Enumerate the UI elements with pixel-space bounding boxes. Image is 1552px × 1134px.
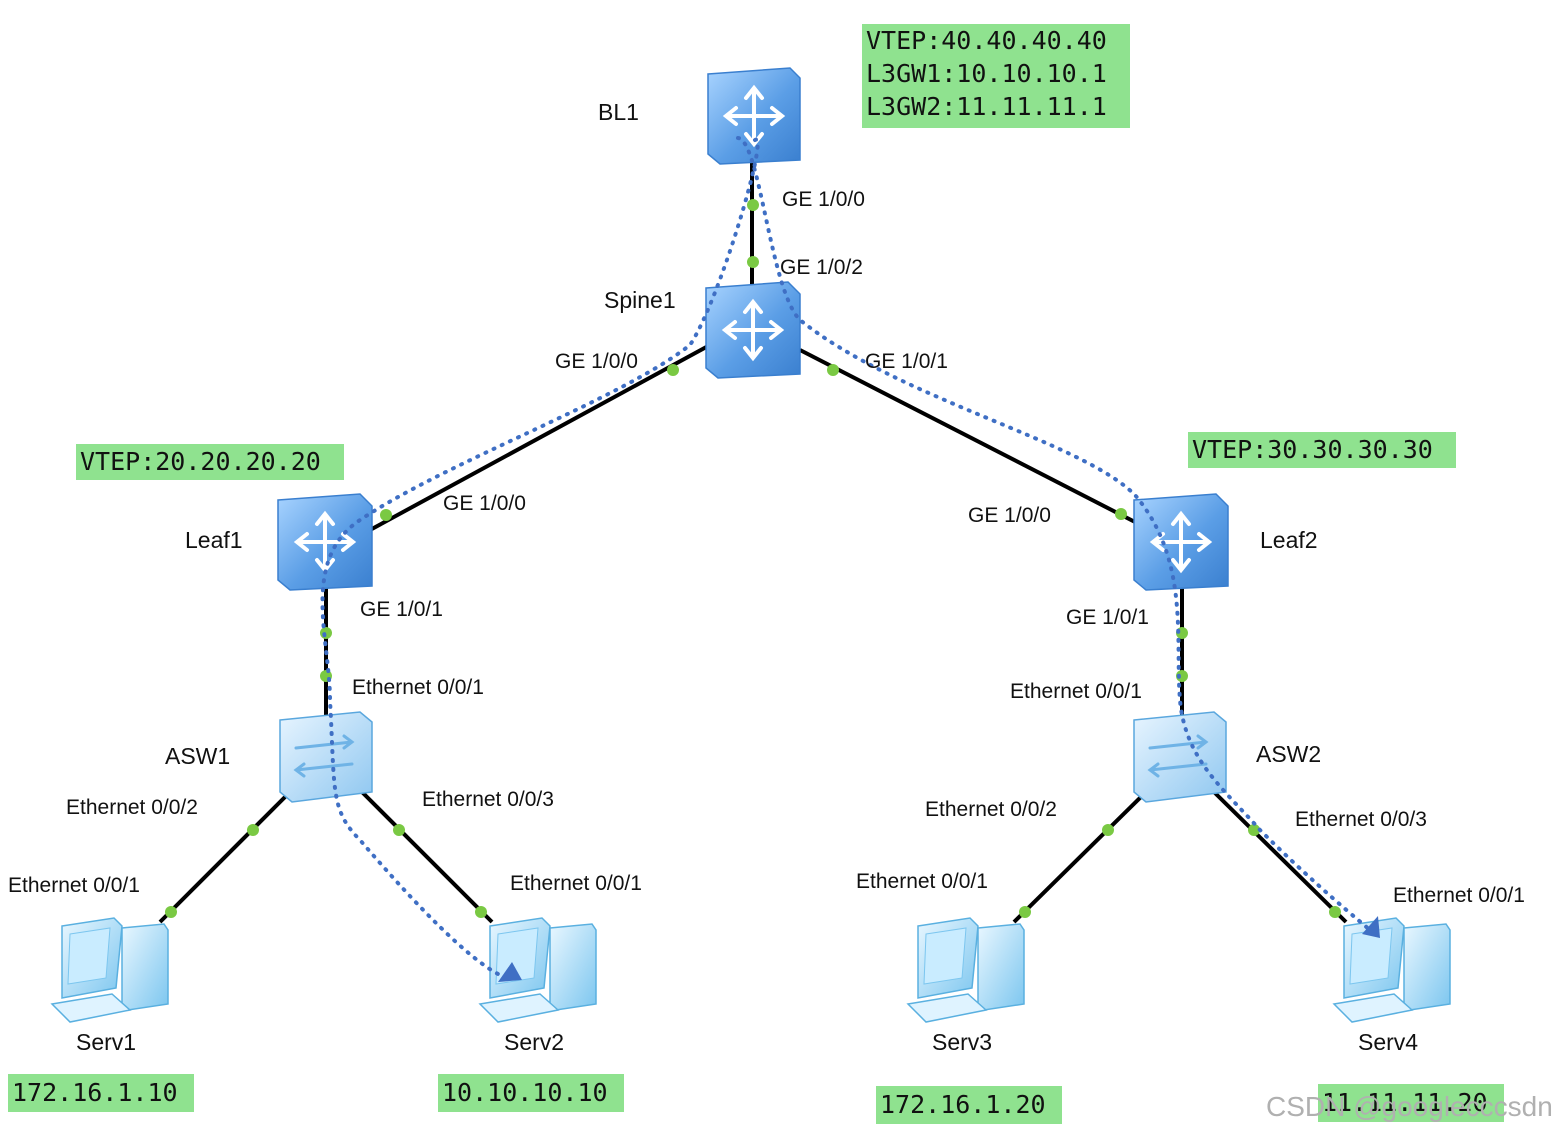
watermark: CSDN @googlecccsdn [1266, 1091, 1552, 1122]
port-label-serv2: Ethernet 0/0/1 [510, 872, 642, 895]
port-label-asw1-left: Ethernet 0/0/2 [66, 796, 198, 819]
device-label-serv4: Serv4 [1358, 1029, 1418, 1055]
bl1-gw2-text: L3GW2:11.11.11.1 [866, 92, 1107, 121]
switch-asw2[interactable] [1133, 711, 1227, 803]
router-arrows-icon [1149, 510, 1213, 574]
port-dot-leaf1-up [380, 509, 392, 521]
device-label-leaf1: Leaf1 [185, 527, 243, 553]
flow-path-bl1-to-serv4 [736, 136, 1372, 932]
port-label-bl1-down: GE 1/0/0 [782, 188, 865, 211]
port-label-asw1-right: Ethernet 0/0/3 [422, 788, 554, 811]
device-label-leaf2: Leaf2 [1260, 527, 1318, 553]
label-serv2-ip: 10.10.10.10 [438, 1074, 624, 1112]
switch-asw1[interactable] [279, 711, 373, 803]
device-label-serv2: Serv2 [504, 1029, 564, 1055]
bl1-vtep-text: VTEP:40.40.40.40 [866, 26, 1107, 55]
port-dot-leaf1-down [320, 627, 332, 639]
port-label-spine1-right: GE 1/0/1 [865, 350, 948, 373]
port-dot-spine1-left [667, 364, 679, 376]
flow-path-serv2-to-bl1 [320, 137, 760, 977]
router-arrows-icon [722, 84, 786, 148]
leaf1-vtep-text: VTEP:20.20.20.20 [80, 447, 321, 476]
leaf2-vtep-text: VTEP:30.30.30.30 [1192, 435, 1433, 464]
port-dot-asw2-left [1102, 824, 1114, 836]
device-label-asw1: ASW1 [165, 743, 230, 769]
device-label-serv3: Serv3 [932, 1029, 992, 1055]
port-label-asw2-up: Ethernet 0/0/1 [1010, 680, 1142, 703]
link-asw2-serv4 [1212, 790, 1348, 924]
pc-serv4[interactable] [1332, 917, 1451, 1023]
switch-arrows-icon [1147, 734, 1209, 778]
device-label-asw2: ASW2 [1256, 741, 1321, 767]
port-dot-asw2-up [1176, 670, 1188, 682]
router-leaf1[interactable] [277, 493, 373, 591]
device-label-bl1: BL1 [598, 99, 639, 125]
serv3-ip-text: 172.16.1.20 [880, 1090, 1046, 1119]
link-asw2-serv3 [1012, 790, 1148, 924]
port-label-leaf2-up: GE 1/0/0 [968, 504, 1051, 527]
label-serv4-ip: 11.11.11.20 [1318, 1084, 1504, 1122]
port-dot-spine1-right [827, 364, 839, 376]
port-dot-serv3 [1019, 906, 1031, 918]
serv4-ip-text: 11.11.11.20 [1322, 1088, 1488, 1117]
port-dot-serv1 [165, 906, 177, 918]
router-bl1[interactable] [707, 67, 801, 165]
router-leaf2[interactable] [1133, 493, 1229, 591]
label-leaf1-vtep: VTEP:20.20.20.20 [76, 444, 344, 480]
link-asw1-serv2 [358, 788, 494, 924]
flow-arrowhead-serv4 [1362, 916, 1380, 938]
port-label-asw1-up: Ethernet 0/0/1 [352, 676, 484, 699]
port-dot-spine1-up [747, 256, 759, 268]
router-arrows-icon [721, 298, 785, 362]
port-dot-bl1 [747, 199, 759, 211]
links [158, 160, 1348, 924]
pc-serv1[interactable] [50, 917, 169, 1023]
link-spine1-leaf2 [799, 348, 1136, 524]
port-label-asw2-left: Ethernet 0/0/2 [925, 798, 1057, 821]
serv2-ip-text: 10.10.10.10 [442, 1078, 608, 1107]
link-spine1-leaf1 [369, 343, 711, 532]
port-label-spine1-left: GE 1/0/0 [555, 350, 638, 373]
flow-arrowhead-serv2 [498, 962, 522, 982]
port-label-serv4: Ethernet 0/0/1 [1393, 884, 1525, 907]
label-leaf2-vtep: VTEP:30.30.30.30 [1188, 432, 1456, 468]
label-bl1-addresses: VTEP:40.40.40.40 L3GW1:10.10.10.1 L3GW2:… [862, 24, 1130, 128]
label-serv3-ip: 172.16.1.20 [876, 1086, 1062, 1124]
port-label-serv3: Ethernet 0/0/1 [856, 870, 988, 893]
port-dot-asw1-right [393, 824, 405, 836]
port-label-serv1: Ethernet 0/0/1 [8, 874, 140, 897]
serv1-ip-text: 172.16.1.10 [12, 1078, 178, 1107]
device-label-spine1: Spine1 [604, 287, 676, 313]
port-label-leaf2-down: GE 1/0/1 [1066, 606, 1149, 629]
port-label-leaf1-up: GE 1/0/0 [443, 492, 526, 515]
device-label-serv1: Serv1 [76, 1029, 136, 1055]
port-dot-leaf2-up [1115, 508, 1127, 520]
link-asw1-serv1 [158, 788, 294, 924]
pc-serv3[interactable] [906, 917, 1025, 1023]
port-dot-serv4 [1329, 906, 1341, 918]
bl1-gw1-text: L3GW1:10.10.10.1 [866, 59, 1107, 88]
label-serv1-ip: 172.16.1.10 [8, 1074, 194, 1112]
port-dot-asw1-left [247, 824, 259, 836]
flow-paths [320, 136, 1372, 977]
pc-serv2[interactable] [478, 917, 597, 1023]
router-arrows-icon [293, 510, 357, 574]
port-label-asw2-right: Ethernet 0/0/3 [1295, 808, 1427, 831]
port-dot-asw2-right [1248, 824, 1260, 836]
switch-arrows-icon [293, 734, 355, 778]
port-dot-serv2 [475, 906, 487, 918]
router-spine1[interactable] [705, 281, 801, 379]
port-label-leaf1-down: GE 1/0/1 [360, 598, 443, 621]
port-label-spine1-up: GE 1/0/2 [780, 256, 863, 279]
